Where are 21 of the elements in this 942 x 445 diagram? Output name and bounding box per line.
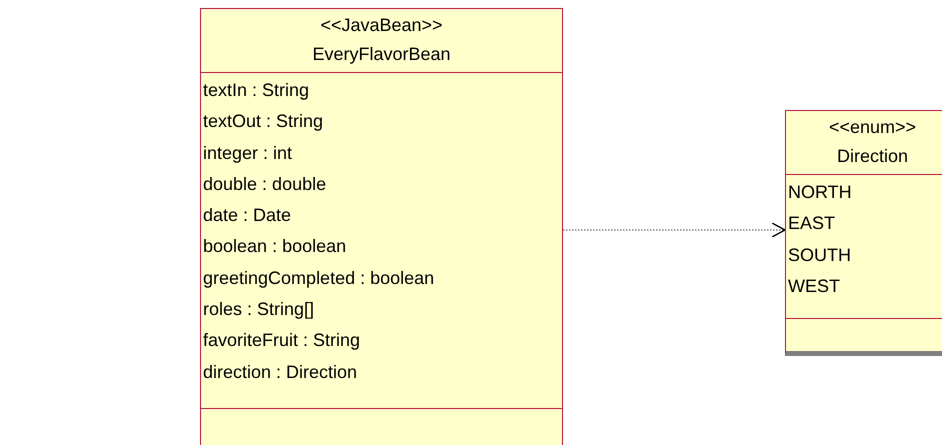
attribute-text: favoriteFruit : String [203,329,362,352]
attribute-text: textOut : String [203,110,324,134]
attribute-text: WEST [788,274,841,298]
attribute-text: roles : String[] [203,298,316,322]
attribute-text: direction : Direction [203,360,358,384]
class-name: Direction [836,145,910,168]
attribute-text: boolean : boolean [203,235,348,258]
attribute-text: double : double [203,172,328,196]
attribute-text: NORTH [788,181,853,204]
class-name: EveryFlavorBean [311,43,452,66]
attribute-text: integer : int [203,142,294,165]
attribute-text: textIn : String [203,79,310,102]
class-box [200,8,563,445]
stereotype-label: <<JavaBean>> [319,14,444,37]
attribute-text: greetingCompleted : boolean [203,266,436,290]
stereotype-label: <<enum>> [828,116,918,139]
attribute-text: SOUTH [788,244,852,267]
class-box [785,110,942,356]
attribute-text: EAST [788,212,836,236]
attribute-text: date : Date [203,204,292,228]
dependency-arrow [562,222,786,238]
